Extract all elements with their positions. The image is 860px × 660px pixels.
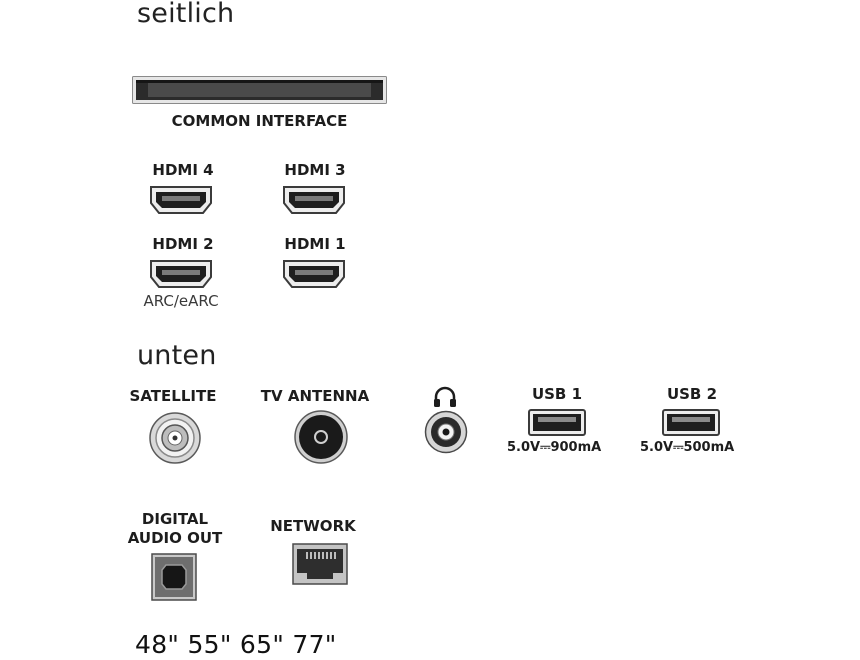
satellite-connector-icon	[148, 411, 202, 465]
hdmi4-label: HDMI 4	[152, 161, 214, 179]
hdmi3-label: HDMI 3	[284, 161, 346, 179]
hdmi1-label: HDMI 1	[284, 235, 346, 253]
hdmi2-arc-label: ARC/eARC	[143, 292, 219, 310]
satellite-label: SATELLITE	[129, 387, 217, 405]
hdmi3-port-icon	[281, 185, 347, 215]
usb1-rating: 5.0V⎓900mA	[507, 440, 602, 455]
hdmi2-label: HDMI 2	[152, 235, 214, 253]
model-sizes: 48" 55" 65" 77"	[135, 630, 337, 659]
headphone-jack-icon	[424, 410, 468, 454]
usb2-port-icon	[662, 409, 720, 436]
ethernet-port-icon	[292, 543, 348, 585]
section-heading-side: seitlich	[137, 0, 235, 29]
digital-audio-out-label: DIGITAL AUDIO OUT	[115, 510, 235, 548]
tv-antenna-connector-icon	[293, 409, 349, 465]
digital-audio-out-line2: AUDIO OUT	[127, 529, 223, 547]
hdmi1-port-icon	[281, 259, 347, 289]
headphones-icon	[433, 386, 457, 408]
network-label: NETWORK	[270, 517, 356, 535]
tv-antenna-label: TV ANTENNA	[260, 387, 370, 405]
optical-port-icon	[151, 553, 197, 601]
section-heading-bottom: unten	[137, 340, 217, 371]
usb2-label: USB 2	[666, 385, 718, 403]
usb2-rating: 5.0V⎓500mA	[640, 440, 735, 455]
hdmi2-port-icon	[148, 259, 214, 289]
usb1-label: USB 1	[531, 385, 583, 403]
common-interface-slot	[132, 76, 387, 104]
usb1-port-icon	[528, 409, 586, 436]
hdmi4-port-icon	[148, 185, 214, 215]
digital-audio-out-line1: DIGITAL	[141, 510, 209, 528]
common-interface-label: COMMON INTERFACE	[171, 112, 348, 130]
